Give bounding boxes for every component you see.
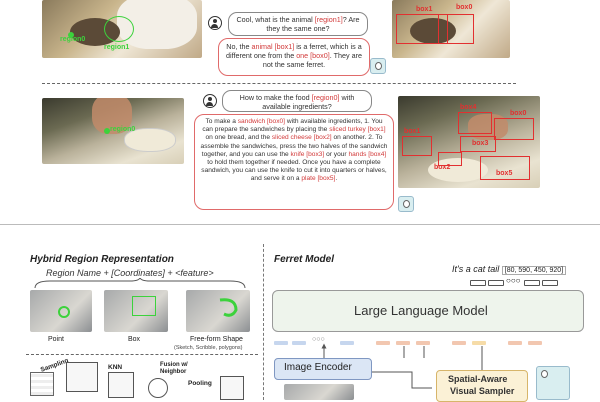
a1-text-2: is a ferret, which is a different one fr… xyxy=(226,42,362,60)
region0-label: region0 xyxy=(60,36,86,43)
box4-outline xyxy=(458,112,492,134)
box2-label: box2 xyxy=(434,164,451,171)
box0-outline-2 xyxy=(494,118,534,140)
a2-text-1b: with available ingredients, xyxy=(285,118,363,125)
region0-label-2: region0 xyxy=(110,126,136,133)
llm-box xyxy=(272,290,584,332)
formula-brace xyxy=(34,278,246,289)
pooling-label: Pooling xyxy=(188,380,212,387)
q2-text: How to make the food xyxy=(239,93,312,102)
a2-plate: plate [box5] xyxy=(301,175,336,183)
input-tokens: ○○○ xyxy=(272,336,582,347)
image-encoder-label: Image Encoder xyxy=(284,362,352,373)
sandwich-photo-left: region0 xyxy=(42,98,184,164)
box1-label: box1 xyxy=(416,6,433,13)
sandwich-photo-right: box4 box0 box1 box3 box2 box5 xyxy=(398,96,540,188)
a2-text-1: To make a xyxy=(205,118,238,125)
sampling-points-box xyxy=(66,362,98,392)
a1-animal: animal [box1] xyxy=(251,42,295,51)
encoder-input-photo xyxy=(284,384,354,400)
question-bubble-1: Cool, what is the animal [region1]? Are … xyxy=(228,12,368,36)
a2-turkey: sliced turkey [box1] xyxy=(329,126,386,134)
q1-region: [region1] xyxy=(314,15,343,24)
box3-outline xyxy=(460,136,496,152)
box3-label: box3 xyxy=(472,140,489,147)
point-label: Point xyxy=(48,336,64,343)
vertical-separator xyxy=(263,244,264,400)
answer-bubble-1: No, the animal [box1] is a ferret, which… xyxy=(218,38,370,76)
section-divider xyxy=(0,224,600,225)
box-label-text: Box xyxy=(128,336,141,343)
a2-text-3: on one bread, and the xyxy=(205,134,272,142)
cat-freeform-thumb xyxy=(186,290,250,332)
separator-dashed-1 xyxy=(42,83,516,84)
box5-label: box5 xyxy=(496,170,513,177)
flow-arrows xyxy=(321,343,483,389)
ferret-photo-left: region0 region1 xyxy=(42,0,202,58)
a2-cheese: sliced cheese [box2] xyxy=(271,134,332,142)
box1-label-2: box1 xyxy=(404,128,421,135)
box0-label: box0 xyxy=(456,4,473,11)
ferret-mascot-icon xyxy=(536,366,570,400)
user-avatar-icon xyxy=(208,16,222,30)
sampling-input-grid xyxy=(30,372,54,396)
box4-label: box4 xyxy=(460,104,477,111)
hybrid-formula: Region Name + [Coordinates] + <feature> xyxy=(46,268,214,278)
fusion-label: Fusion w/ Neighbor xyxy=(160,362,188,375)
q2-suffix: with available ingredients? xyxy=(262,93,355,111)
a2-text-7: to hold them together if needed. Once yo… xyxy=(201,159,387,183)
region1-outline xyxy=(104,16,134,42)
box0-outline xyxy=(438,14,474,44)
q1-text: Cool, what is the animal xyxy=(236,15,315,24)
output-text: It's a cat tail [80, 590, 450, 920] xyxy=(452,264,567,275)
hybrid-title: Hybrid Region Representation xyxy=(30,254,174,265)
a2-text-6: or your xyxy=(324,150,349,158)
freeform-label: Free-form Shape xyxy=(190,336,243,343)
a1-text-3: . They are not the same ferret. xyxy=(262,51,362,69)
box1-outline xyxy=(396,14,448,44)
box5-outline xyxy=(480,156,530,180)
answer-bubble-2: To make a sandwich [box0] with available… xyxy=(194,114,394,210)
a2-knife: knife [box3] xyxy=(290,150,325,158)
ferret-model-title: Ferret Model xyxy=(274,254,335,265)
ferret-photo-right: box1 box0 xyxy=(392,0,510,58)
sampler-label-2: Visual Sampler xyxy=(450,386,515,396)
box1-outline-2 xyxy=(402,136,432,156)
a1-one: one [box0] xyxy=(296,51,330,60)
q1-suffix: ? Are they the same one? xyxy=(266,15,360,33)
region1-label: region1 xyxy=(104,44,130,51)
output-coords: [80, 590, 450, 920] xyxy=(501,266,567,275)
a2-text-8: . xyxy=(335,175,338,183)
output-caption: It's a cat tail xyxy=(452,264,500,274)
pooling-box xyxy=(220,376,244,400)
output-tokens: ○○○ xyxy=(470,276,570,288)
image-encoder-box xyxy=(274,358,372,380)
a2-text-5: 2. To assemble the sandwiches, press the… xyxy=(200,134,388,158)
question-bubble-2: How to make the food [region0] with avai… xyxy=(222,90,372,112)
llm-label: Large Language Model xyxy=(354,303,488,318)
knn-label: KNN xyxy=(108,364,123,371)
user-avatar-icon-2 xyxy=(203,94,217,108)
cat-box-thumb xyxy=(104,290,168,332)
freeform-sublabel: (Sketch, Scribble, polygons) xyxy=(174,345,243,351)
fusion-circle xyxy=(148,378,168,398)
box0-label-2: box0 xyxy=(510,110,527,117)
ferret-avatar-icon xyxy=(370,58,386,74)
a1-text: No, the xyxy=(226,42,252,51)
a2-text-2: 1. You can prepare the sandwiches by pla… xyxy=(202,118,383,134)
ferret-avatar-icon-2 xyxy=(398,196,414,212)
a2-hands: hands [box4] xyxy=(348,150,387,158)
a2-text-4: on another. xyxy=(331,134,367,142)
box2-outline xyxy=(438,152,462,166)
separator-dashed-2 xyxy=(26,354,258,355)
a2-sandwich: sandwich [box0] xyxy=(237,118,286,125)
knn-box xyxy=(108,372,134,398)
q2-region: [region0] xyxy=(311,93,340,102)
sampler-label-1: Spatial-Aware xyxy=(448,374,508,384)
cat-point-thumb xyxy=(30,290,92,332)
